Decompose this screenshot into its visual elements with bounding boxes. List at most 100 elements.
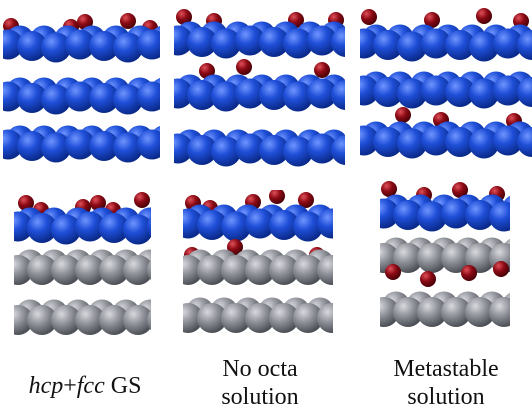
gray-layer-atom xyxy=(221,303,251,333)
caption-no-octa: No octa xyxy=(222,356,298,382)
caption-metastable: Metastable xyxy=(393,356,499,382)
caption-metastable-solution: Metastable solution xyxy=(360,355,532,411)
blue-layer-atom xyxy=(445,127,475,157)
adsorbate-atom xyxy=(134,192,150,208)
blue-layer-atom xyxy=(469,128,499,159)
caption-hcp-fcc-gs: hcp+fcc GS xyxy=(5,372,165,400)
blue-layer-atom xyxy=(174,133,193,164)
blue-layer-atom xyxy=(421,125,451,156)
adsorbate-atom xyxy=(385,264,401,280)
blue-layer-atom xyxy=(113,32,143,63)
blue-layer-atom xyxy=(493,125,523,156)
blue-layer-atom xyxy=(493,75,523,106)
blue-layer-atom xyxy=(89,131,119,161)
adsorbate-atom xyxy=(120,13,136,29)
blue-layer-atom xyxy=(421,28,451,59)
blue-layer-atom xyxy=(245,208,275,239)
blue-layer-atom xyxy=(331,27,345,57)
blue-layer-atom xyxy=(445,30,475,60)
adsorbate-atom xyxy=(476,8,492,24)
blue-layer-atom xyxy=(197,210,227,240)
blue-layer-atom xyxy=(441,198,471,229)
blue-layer-atom xyxy=(317,208,333,239)
blue-layer-atom xyxy=(75,211,105,242)
gray-layer-atom xyxy=(441,243,471,273)
blue-layer-atom xyxy=(65,81,95,112)
blue-layer-atom xyxy=(187,135,217,165)
blue-layer-atom xyxy=(137,81,160,112)
blue-layer-atom xyxy=(493,28,523,59)
blue-layer-atom xyxy=(89,31,119,61)
gray-layer-atom xyxy=(330,302,333,320)
panel-top-middle xyxy=(174,9,345,167)
blue-layer-atom xyxy=(41,32,71,63)
caption-fcc: fcc xyxy=(76,373,105,399)
blue-layer-atom xyxy=(174,78,193,109)
blue-layer-atom xyxy=(65,129,95,160)
gray-layer-atom xyxy=(317,303,333,333)
blue-layer-atom xyxy=(17,31,47,61)
blue-layer-atom xyxy=(211,28,241,59)
blue-layer-atom xyxy=(360,28,379,59)
adsorbate-atom xyxy=(420,271,436,287)
adsorbate-atom xyxy=(298,192,314,208)
gray-layer-atom xyxy=(183,255,203,285)
blue-layer-atom xyxy=(517,77,532,107)
gray-layer-atom xyxy=(197,255,227,285)
gray-layer-atom xyxy=(123,305,151,335)
adsorbate-atom xyxy=(381,181,397,197)
blue-layer-atom xyxy=(259,135,289,165)
gray-layer-atom xyxy=(245,255,275,285)
blue-layer-atom xyxy=(397,128,427,159)
gray-layer-atom xyxy=(245,303,275,333)
gray-layer-atom xyxy=(197,303,227,333)
blue-layer-atom xyxy=(27,213,57,243)
blue-layer-atom xyxy=(14,211,33,242)
blue-layer-atom xyxy=(393,200,423,230)
blue-layer-atom xyxy=(330,209,333,227)
gray-layer-atom xyxy=(14,255,33,285)
blue-layer-atom xyxy=(283,136,313,167)
gray-layer-atom xyxy=(293,255,323,285)
adsorbate-atom xyxy=(18,195,34,211)
blue-layer-atom xyxy=(373,127,403,157)
adsorbate-atom xyxy=(361,9,377,25)
blue-layer-atom xyxy=(259,80,289,110)
blue-layer-atom xyxy=(147,216,151,237)
adsorbate-atom xyxy=(90,195,106,211)
adsorbate-atom xyxy=(493,261,509,277)
gray-layer-atom xyxy=(123,255,151,285)
blue-layer-atom xyxy=(331,80,345,110)
blue-layer-atom xyxy=(373,30,403,60)
blue-layer-atom xyxy=(235,25,265,56)
blue-layer-atom xyxy=(235,133,265,164)
blue-layer-atom xyxy=(445,77,475,107)
adsorbate-atom xyxy=(314,62,330,78)
gray-layer-atom xyxy=(75,255,105,285)
blue-layer-atom xyxy=(137,29,160,60)
blue-layer-atom xyxy=(174,25,193,56)
blue-layer-atom xyxy=(307,78,337,109)
panel-bottom-right xyxy=(380,181,510,327)
blue-layer-atom xyxy=(397,78,427,109)
adsorbate-atom xyxy=(176,9,192,25)
blue-layer-atom xyxy=(360,125,379,156)
adsorbate-atom xyxy=(269,190,285,204)
gray-layer-atom xyxy=(14,305,33,335)
blue-layer-atom xyxy=(51,214,81,245)
gray-layer-atom xyxy=(293,303,323,333)
blue-layer-atom xyxy=(235,78,265,109)
blue-layer-atom xyxy=(99,213,129,243)
gray-layer-atom xyxy=(393,297,423,327)
blue-layer-atom xyxy=(373,77,403,107)
blue-layer-atom xyxy=(123,214,151,245)
blue-layer-atom xyxy=(283,28,313,59)
gray-layer-atom xyxy=(51,305,81,335)
blue-layer-atom xyxy=(89,83,119,113)
gray-layer-atom xyxy=(441,297,471,327)
panel-top-right xyxy=(360,8,532,159)
gray-layer-atom xyxy=(27,255,57,285)
gray-layer-atom xyxy=(51,255,81,285)
gray-layer-atom xyxy=(99,305,129,335)
